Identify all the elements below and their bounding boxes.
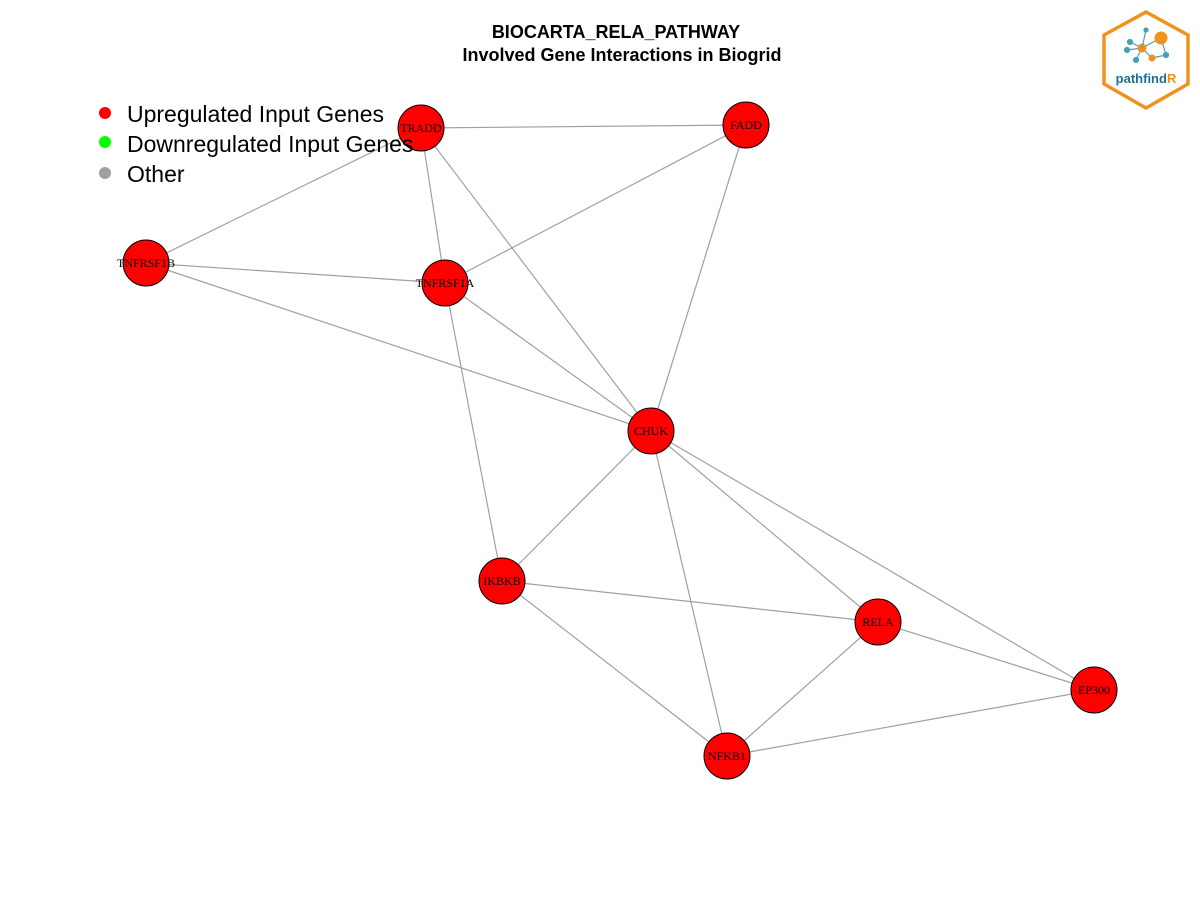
node-fadd: FADD <box>722 101 770 149</box>
edge-tradd-chuk <box>420 127 652 432</box>
node-label-tradd: TRADD <box>400 121 442 135</box>
node-label-ep300: EP300 <box>1078 683 1110 697</box>
node-circle-ikbkb <box>478 557 526 605</box>
edge-chuk-nfkb1 <box>650 430 728 757</box>
legend-label-other: Other <box>127 161 185 187</box>
node-nfkb1: NFKB1 <box>703 732 751 780</box>
node-label-rela: RELA <box>862 615 894 629</box>
node-circle-tradd <box>397 104 445 152</box>
legend-marker-upregulated <box>99 107 111 119</box>
node-chuk: CHUK <box>627 407 675 455</box>
edge-rela-ep300 <box>877 621 1095 691</box>
edge-chuk-rela <box>650 430 879 623</box>
edge-chuk-ep300 <box>650 430 1095 691</box>
edge-tnfrsf1a-ikbkb <box>444 282 503 582</box>
edge-fadd-chuk <box>650 124 747 432</box>
edge-fadd-tnfrsf1a <box>444 124 747 284</box>
logo-text: pathfindR <box>1116 71 1177 86</box>
node-label-fadd: FADD <box>730 118 762 132</box>
node-circle-tnfrsf1b <box>122 239 170 287</box>
edge-rela-nfkb1 <box>726 621 879 757</box>
legend-label-upregulated: Upregulated Input Genes <box>127 101 384 127</box>
chart-title: BIOCARTA_RELA_PATHWAY <box>492 22 740 42</box>
edge-tradd-tnfrsf1a <box>420 127 446 284</box>
node-label-tnfrsf1a: TNFRSF1A <box>416 276 475 290</box>
logo-hexagon-icon <box>1102 10 1190 111</box>
node-ep300: EP300 <box>1070 666 1118 714</box>
logo-network-icon <box>1123 27 1170 64</box>
node-tradd: TRADD <box>397 104 445 152</box>
logo-text-accent: R <box>1167 71 1177 86</box>
edge-tnfrsf1b-tnfrsf1a <box>145 262 446 284</box>
legend-marker-other <box>99 167 111 179</box>
pathfindr-logo: pathfindR <box>1102 10 1190 111</box>
edges-layer <box>145 124 1095 757</box>
node-label-tnfrsf1b: TNFRSF1B <box>117 256 175 270</box>
edge-ikbkb-nfkb1 <box>501 580 728 757</box>
nodes-layer: TRADD FADD TNFRSF1B TNFRSF1A CHUK IKBKB RELA EP… <box>117 101 1118 780</box>
node-ikbkb: IKBKB <box>478 557 526 605</box>
logo-text-main: pathfind <box>1116 71 1167 86</box>
chart-subtitle: Involved Gene Interactions in Biogrid <box>462 45 781 65</box>
edge-tnfrsf1b-chuk <box>145 262 652 432</box>
node-rela: RELA <box>854 598 902 646</box>
node-label-chuk: CHUK <box>634 424 668 438</box>
node-circle-fadd <box>722 101 770 149</box>
node-tnfrsf1b: TNFRSF1B <box>117 239 175 287</box>
edge-ep300-nfkb1 <box>726 689 1095 757</box>
node-tnfrsf1a: TNFRSF1A <box>416 259 475 307</box>
node-label-nfkb1: NFKB1 <box>708 749 746 763</box>
node-circle-ep300 <box>1070 666 1118 714</box>
legend-label-downregulated: Downregulated Input Genes <box>127 131 413 157</box>
edge-chuk-ikbkb <box>501 430 652 582</box>
edge-tradd-tnfrsf1b <box>145 127 422 264</box>
edge-tradd-fadd <box>420 124 747 129</box>
node-circle-chuk <box>627 407 675 455</box>
node-circle-tnfrsf1a <box>421 259 469 307</box>
edge-ikbkb-rela <box>501 580 879 623</box>
node-circle-nfkb1 <box>703 732 751 780</box>
legend-marker-downregulated <box>99 136 111 148</box>
node-circle-rela <box>854 598 902 646</box>
legend: Upregulated Input Genes Downregulated In… <box>99 101 413 187</box>
node-label-ikbkb: IKBKB <box>483 574 520 588</box>
edge-tnfrsf1a-chuk <box>444 282 652 432</box>
